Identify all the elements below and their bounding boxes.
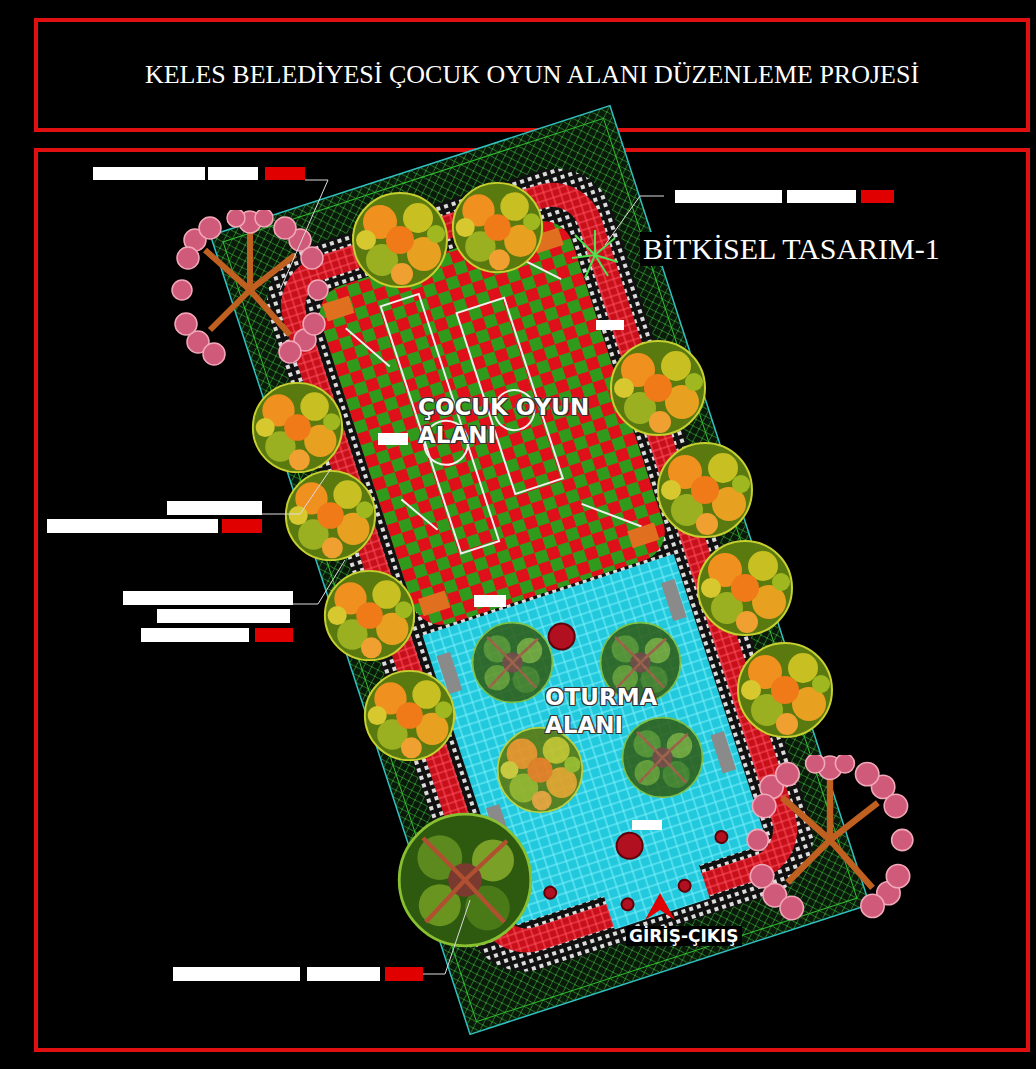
plan-shape bbox=[474, 595, 506, 607]
plan-shape bbox=[93, 167, 205, 180]
title-frame bbox=[36, 20, 1028, 130]
plan-shape bbox=[208, 167, 258, 180]
sheet-label: BİTKİSEL TASARIM-1 bbox=[640, 232, 943, 266]
plan-shape bbox=[861, 190, 894, 203]
plant-symbol bbox=[747, 754, 913, 920]
plan-shape bbox=[714, 829, 729, 844]
plan-shape bbox=[627, 522, 659, 548]
plant-symbol bbox=[738, 643, 832, 737]
plant-symbol bbox=[365, 671, 454, 760]
plan-shape bbox=[340, 241, 642, 594]
plan-shape bbox=[280, 180, 328, 290]
plan-shape bbox=[283, 184, 796, 950]
plant-symbol bbox=[325, 571, 414, 660]
plan-shape bbox=[293, 560, 345, 604]
plan-shape bbox=[378, 433, 408, 445]
plan-shape bbox=[167, 501, 262, 515]
plan-shape bbox=[222, 519, 262, 533]
plan-shape bbox=[340, 241, 642, 594]
title-box: KELES BELEDİYESİ ÇOCUK OYUN ALANI DÜZENL… bbox=[36, 20, 1028, 130]
plan-shape bbox=[620, 897, 635, 912]
plan-shape bbox=[677, 878, 692, 893]
title-text: KELES BELEDİYESİ ÇOCUK OYUN ALANI DÜZENL… bbox=[145, 60, 919, 90]
plan-shape bbox=[661, 579, 687, 621]
plan-shape bbox=[265, 167, 305, 180]
plant-symbol bbox=[611, 341, 705, 435]
plan-shape bbox=[710, 731, 736, 773]
plan-shape bbox=[47, 519, 218, 533]
plan-shape bbox=[385, 967, 423, 981]
plan-shape bbox=[418, 590, 450, 616]
plan-shape bbox=[173, 967, 300, 981]
plan-shape bbox=[322, 228, 659, 617]
plant-symbol bbox=[453, 183, 542, 272]
plan-shape bbox=[437, 579, 737, 846]
plan-shape bbox=[123, 591, 293, 605]
plan-shape bbox=[596, 320, 624, 330]
plan-shape bbox=[307, 967, 380, 981]
plan-shape bbox=[312, 213, 673, 632]
plant-symbol bbox=[473, 623, 553, 703]
plan-shape bbox=[255, 628, 293, 642]
plan-shape bbox=[543, 885, 558, 900]
plan-shape bbox=[262, 470, 330, 514]
plan-shape bbox=[157, 609, 290, 623]
plan-shape bbox=[613, 829, 646, 862]
sheet-frame bbox=[36, 150, 1028, 1050]
plan-shape bbox=[251, 153, 828, 987]
plan-shape bbox=[598, 846, 710, 929]
plant-symbol bbox=[658, 443, 752, 537]
area-label: OTURMA ALANI bbox=[545, 684, 687, 739]
area-node: OTURMA ALANI bbox=[541, 680, 691, 744]
area-label: ÇOCUK OYUN ALANI bbox=[418, 394, 610, 449]
plan-shape bbox=[787, 190, 856, 203]
plant-symbol bbox=[623, 718, 703, 798]
area-node: ÇOCUK OYUN ALANI bbox=[414, 390, 614, 454]
plan-shape bbox=[322, 296, 354, 322]
plan-shape bbox=[423, 900, 470, 974]
plan-shape bbox=[141, 628, 249, 642]
entrance-arrow bbox=[645, 893, 675, 920]
plan-shape bbox=[632, 820, 662, 830]
leader-lines bbox=[262, 180, 664, 974]
tree-group bbox=[172, 183, 913, 946]
plan-shape bbox=[675, 190, 782, 203]
entrance-label: GİRİŞ-ÇIKIŞ bbox=[626, 926, 742, 946]
plant-symbol bbox=[353, 193, 447, 287]
plant-symbol bbox=[698, 541, 792, 635]
plant-symbol bbox=[286, 471, 375, 560]
plant-symbol bbox=[253, 383, 342, 472]
plant-symbol bbox=[399, 814, 531, 946]
plant-symbol bbox=[498, 728, 583, 813]
callout-bars bbox=[47, 167, 894, 981]
